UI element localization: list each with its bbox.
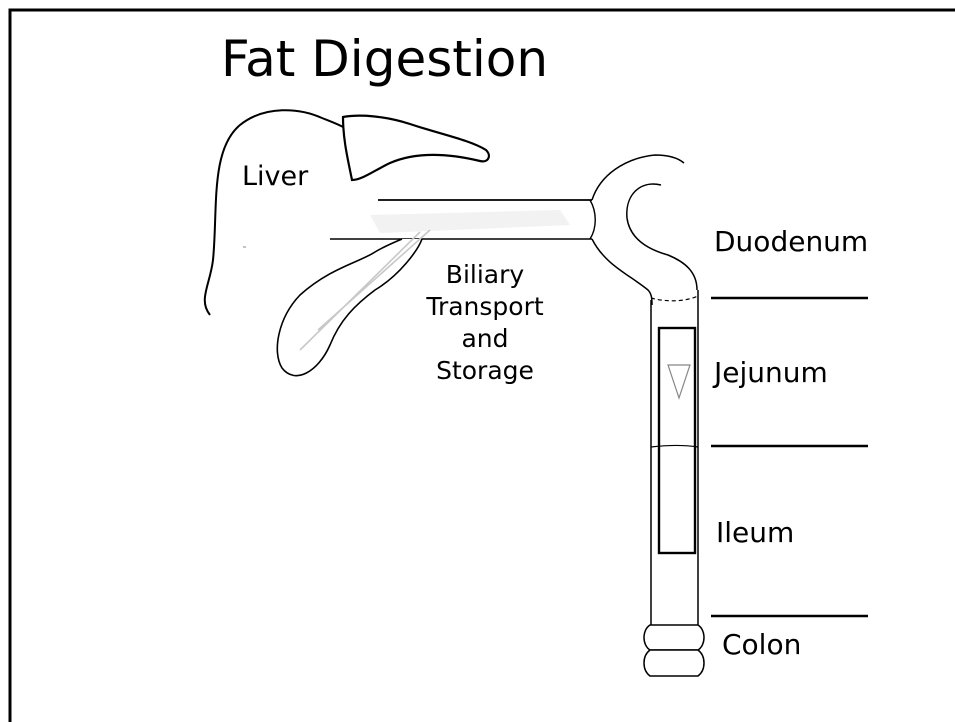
bile-duct-end: [590, 200, 595, 239]
page-title: Fat Digestion: [221, 34, 548, 84]
bile-duct-shading: [370, 210, 570, 233]
colon-segment-1: [644, 625, 704, 650]
biliary-label-line: and: [410, 323, 560, 355]
biliary-label: Biliary Transport and Storage: [410, 259, 560, 387]
biliary-label-line: Transport: [410, 291, 560, 323]
biliary-label-line: Storage: [410, 355, 560, 387]
duodenum-outer-lower: [592, 239, 652, 305]
absorption-box: [659, 328, 695, 553]
colon-segment-2: [644, 650, 704, 676]
duodenum-jejunum-divider: [651, 296, 698, 301]
duodenum-label: Duodenum: [714, 228, 868, 256]
liver-lobe-shape: [343, 116, 489, 180]
duodenum-inner: [627, 184, 697, 290]
liver-label: Liver: [242, 163, 308, 190]
down-arrow-icon: [668, 365, 690, 398]
duodenum-outer: [592, 155, 684, 200]
jejunum-label: Jejunum: [714, 359, 828, 387]
colon-label: Colon: [722, 631, 801, 659]
ileum-label: Ileum: [716, 519, 794, 547]
biliary-label-line: Biliary: [410, 259, 560, 291]
gallbladder-shape: [277, 239, 422, 376]
